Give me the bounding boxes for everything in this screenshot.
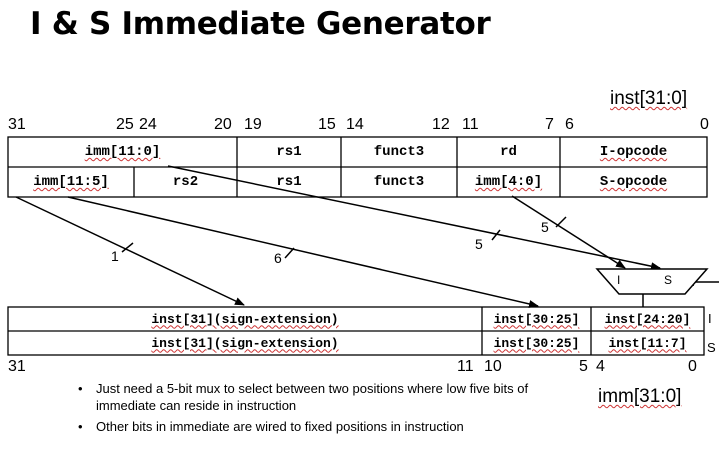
width-label-5-i: 5 <box>475 236 483 252</box>
mux-input-s-label: S <box>664 273 673 287</box>
bit-number: 11 <box>457 358 474 375</box>
bit-number: 6 <box>565 116 574 133</box>
instruction-label: inst[31:0] <box>610 88 688 109</box>
mux-input-i-label: I <box>617 273 621 287</box>
wire-imm-11-0-to-mux <box>167 165 661 271</box>
field-s-imm-lo: imm[4:0] <box>474 174 543 190</box>
bit-number: 4 <box>596 358 605 375</box>
field-s-rs1: rs1 <box>276 174 302 190</box>
bullet-dot-icon: • <box>78 381 83 396</box>
field-s-funct3: funct3 <box>373 174 425 190</box>
bit-number: 0 <box>688 358 697 375</box>
bullet-dot-icon: • <box>78 419 83 434</box>
bullet-item: •Other bits in immediate are wired to fi… <box>78 419 464 434</box>
out-i-sign-extension: inst[31](sign-extension) <box>151 311 339 327</box>
mux-shape <box>595 268 709 295</box>
bit-number: 31 <box>8 358 26 375</box>
bit-number: 25 <box>116 116 134 133</box>
bit-number: 7 <box>545 116 554 133</box>
format-table-borders <box>7 136 708 198</box>
bit-number: 10 <box>484 358 502 375</box>
wire-sign-bit <box>15 196 245 306</box>
out-s-bits-11-7: inst[11:7] <box>608 335 687 351</box>
field-i-rs1: rs1 <box>276 144 302 160</box>
out-i-bits-24-20: inst[24:20] <box>604 311 691 327</box>
field-s-imm-hi: imm[11:5] <box>33 174 109 190</box>
wire-imm-4-0-to-mux <box>511 195 626 269</box>
field-s-rs2: rs2 <box>172 174 199 190</box>
row-tag-i: I <box>708 311 712 326</box>
wire-bits-30-25 <box>67 196 539 308</box>
bullet-item: •Just need a 5-bit mux to select between… <box>78 381 529 413</box>
bit-number: 24 <box>139 116 157 133</box>
bit-number: 19 <box>244 116 262 133</box>
page-title: I & S Immediate Generator <box>30 6 491 42</box>
field-s-opcode: S-opcode <box>599 174 668 190</box>
bit-number: 31 <box>8 116 26 133</box>
output-table-borders <box>7 306 705 356</box>
immediate-label: imm[31:0] <box>598 386 682 407</box>
out-s-bits-30-25: inst[30:25] <box>493 335 580 351</box>
out-i-bits-30-25: inst[30:25] <box>493 311 580 327</box>
out-s-sign-extension: inst[31](sign-extension) <box>151 335 339 351</box>
bit-number: 20 <box>214 116 232 133</box>
field-i-opcode: I-opcode <box>599 144 668 160</box>
field-i-rd: rd <box>500 144 517 160</box>
width-label-1: 1 <box>111 248 119 264</box>
row-tag-s: S <box>707 340 716 355</box>
bit-number: 12 <box>432 116 450 133</box>
bit-number: 11 <box>462 116 479 133</box>
width-label-5-s: 5 <box>541 219 549 235</box>
bit-number: 0 <box>700 116 709 133</box>
bit-number: 5 <box>579 358 588 375</box>
bullet-list: •Just need a 5-bit mux to select between… <box>78 380 578 439</box>
field-i-funct3: funct3 <box>373 144 425 160</box>
bit-number: 15 <box>318 116 336 133</box>
field-i-imm: imm[11:0] <box>84 144 161 160</box>
bit-number: 14 <box>346 116 364 133</box>
width-label-6: 6 <box>274 250 282 266</box>
